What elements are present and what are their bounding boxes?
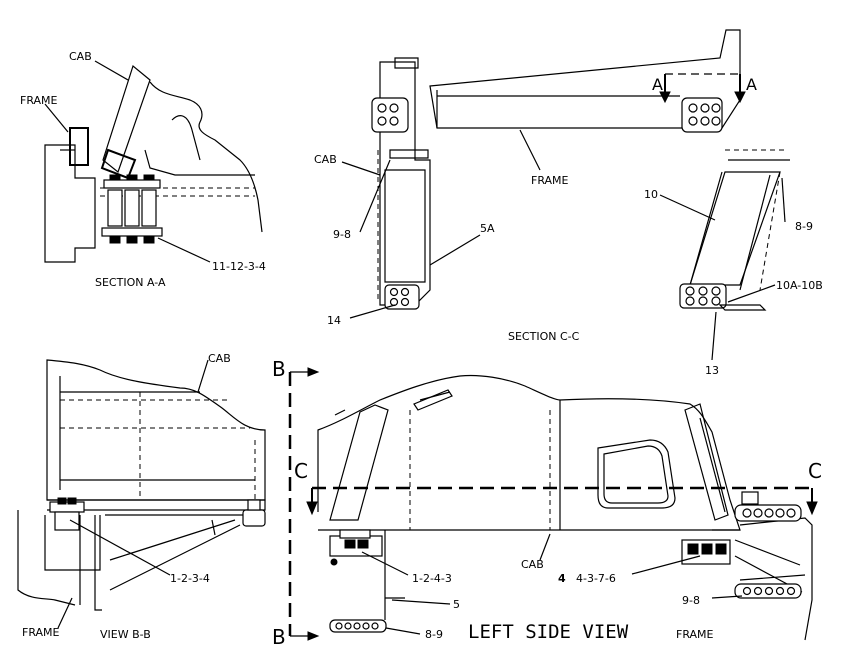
left-side-marker-b-top: B [272,357,286,381]
left-side-cab-label: CAB [521,558,544,571]
section-cc-callout-9-8: 9-8 [333,228,351,241]
section-cc-marker-a-right: A [746,75,757,94]
left-side-callout-9-8: 9-8 [682,594,700,607]
left-side-marker-c-right: C [808,459,822,483]
section-cc-callout-5a: 5A [480,222,495,235]
section-cc-callout-13: 13 [705,364,719,377]
view-bb-title: VIEW B-B [100,628,151,641]
left-side-callout-4-bold: 4 [558,572,566,585]
section-cc-title: SECTION C-C [508,330,580,343]
section-cc-callout-8-9: 8-9 [795,220,813,233]
view-bb-frame-label: FRAME [22,626,60,639]
left-side-callout-4-3-7-6: 4-3-7-6 [576,572,616,585]
section-cc-callout-10a-10b: 10A-10B [776,279,823,292]
left-side-frame-label: FRAME [676,628,714,641]
left-side-marker-b-bottom: B [272,625,286,649]
section-cc-frame-label: FRAME [531,174,569,187]
view-bb-callout: 1-2-3-4 [170,572,210,585]
left-side-title: LEFT SIDE VIEW [468,621,629,643]
left-side-callout-5: 5 [453,598,460,611]
section-cc-marker-a-left: A [652,75,663,94]
left-side-view [288,367,818,641]
view-bb-cab-label: CAB [208,352,231,365]
section-aa-frame-label: FRAME [20,94,58,107]
section-cc-callout-10: 10 [644,188,658,201]
section-aa-cab-label: CAB [69,50,92,63]
section-cc-cab-label: CAB [314,153,337,166]
section-aa-title: SECTION A-A [95,276,166,289]
section-aa-view [44,60,263,263]
left-side-callout-8-9: 8-9 [425,628,443,641]
section-aa-callout: 11-12-3-4 [212,260,266,273]
section-cc-view [341,29,790,361]
left-side-marker-c-left: C [294,459,308,483]
section-cc-callout-14: 14 [327,314,341,327]
view-bb-view [17,359,266,629]
left-side-callout-1-2-4-3: 1-2-4-3 [412,572,452,585]
